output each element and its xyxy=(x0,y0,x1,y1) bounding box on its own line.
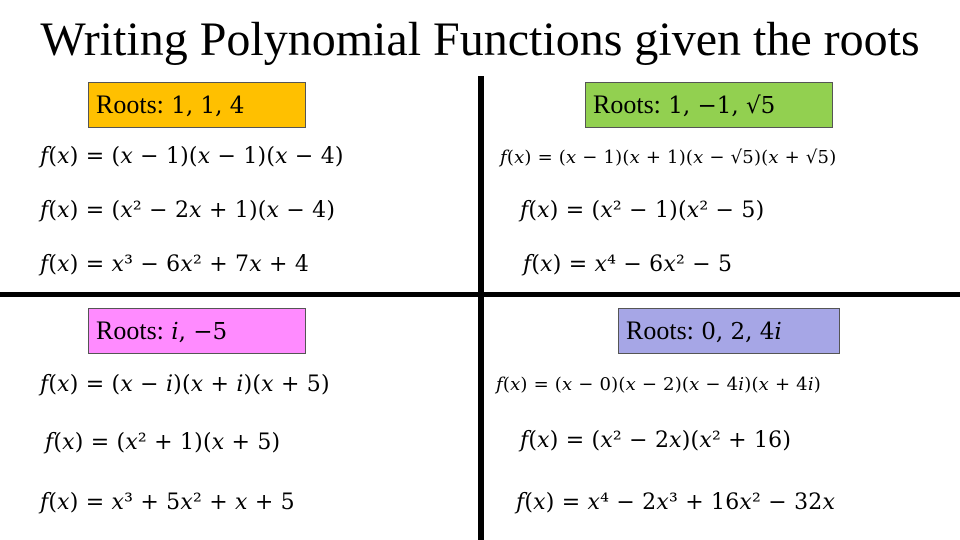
roots-label-bottom-right: Roots: 0, 2, 4𝑖 xyxy=(618,308,840,354)
equation-top-left-2: 𝑓(𝑥) = (𝑥² − 2𝑥 + 1)(𝑥 − 4) xyxy=(40,198,336,223)
page-title: Writing Polynomial Functions given the r… xyxy=(40,13,920,66)
roots-label-values: 1, 1, 4 xyxy=(171,93,245,119)
roots-label-values: 1, −1, √5 xyxy=(668,93,776,119)
roots-label-values: 𝑖, −5 xyxy=(171,319,228,345)
equation-bottom-left-1: 𝑓(𝑥) = (𝑥 − 𝑖)(𝑥 + 𝑖)(𝑥 + 5) xyxy=(40,372,330,397)
roots-label-top-right: Roots: 1, −1, √5 xyxy=(585,82,833,128)
equation-bottom-left-2: 𝑓(𝑥) = (𝑥² + 1)(𝑥 + 5) xyxy=(45,430,281,455)
equation-bottom-right-1: 𝑓(𝑥) = (𝑥 − 0)(𝑥 − 2)(𝑥 − 4𝑖)(𝑥 + 4𝑖) xyxy=(496,374,821,395)
roots-label-word: Roots: xyxy=(96,90,164,119)
roots-label-top-left: Roots: 1, 1, 4 xyxy=(88,82,306,128)
equation-bottom-right-2: 𝑓(𝑥) = (𝑥² − 2𝑥)(𝑥² + 16) xyxy=(520,428,792,453)
equation-top-left-1: 𝑓(𝑥) = (𝑥 − 1)(𝑥 − 1)(𝑥 − 4) xyxy=(40,144,344,169)
equation-bottom-right-3: 𝑓(𝑥) = 𝑥⁴ − 2𝑥³ + 16𝑥² − 32𝑥 xyxy=(516,490,836,515)
roots-label-word: Roots: xyxy=(96,316,164,345)
vertical-divider xyxy=(478,76,484,540)
roots-label-bottom-left: Roots: 𝑖, −5 xyxy=(88,308,306,354)
equation-top-right-3: 𝑓(𝑥) = 𝑥⁴ − 6𝑥² − 5 xyxy=(523,252,733,277)
roots-label-values: 0, 2, 4𝑖 xyxy=(701,319,782,345)
horizontal-divider xyxy=(0,292,960,297)
equation-top-right-1: 𝑓(𝑥) = (𝑥 − 1)(𝑥 + 1)(𝑥 − √5)(𝑥 + √5) xyxy=(500,147,837,168)
roots-label-word: Roots: xyxy=(626,316,694,345)
equation-top-left-3: 𝑓(𝑥) = 𝑥³ − 6𝑥² + 7𝑥 + 4 xyxy=(40,252,310,277)
equation-bottom-left-3: 𝑓(𝑥) = 𝑥³ + 5𝑥² + 𝑥 + 5 xyxy=(40,490,295,515)
equation-top-right-2: 𝑓(𝑥) = (𝑥² − 1)(𝑥² − 5) xyxy=(520,198,765,223)
roots-label-word: Roots: xyxy=(593,90,661,119)
